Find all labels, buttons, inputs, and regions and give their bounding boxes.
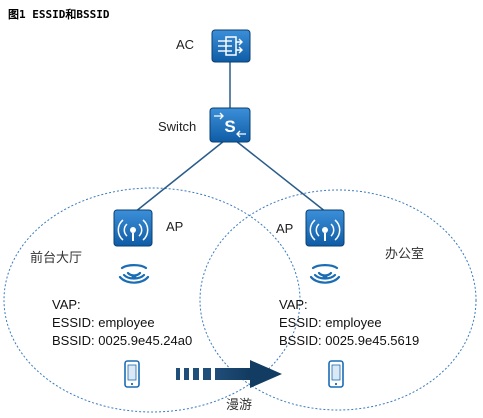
- ap-right-label: AP: [276, 221, 294, 236]
- phone-left-icon: [124, 360, 140, 388]
- link-switch-ap-right: [235, 140, 327, 213]
- vap-right-title: VAP:: [279, 297, 308, 312]
- vap-left-title: VAP:: [52, 297, 81, 312]
- ac-device-icon: [211, 29, 251, 63]
- wifi-signal-right-icon: [309, 263, 341, 284]
- coverage-circle-left: [3, 187, 301, 413]
- vap-right-essid: ESSID: employee: [279, 315, 382, 330]
- ap-left-label: AP: [166, 219, 184, 234]
- phone-right-icon: [328, 360, 344, 388]
- vap-right-bssid: BSSID: 0025.9e45.5619: [279, 333, 420, 348]
- ac-label: AC: [176, 37, 195, 52]
- figure-caption: 图1 ESSID和BSSID: [8, 8, 110, 21]
- zone-left-label: 前台大厅: [30, 251, 83, 266]
- switch-label: Switch: [158, 119, 197, 134]
- link-switch-ap-left: [134, 140, 225, 213]
- vap-left-info: VAP: ESSID: employee BSSID: 0025.9e45.24…: [52, 296, 192, 350]
- vap-left-bssid: BSSID: 0025.9e45.24a0: [52, 333, 193, 348]
- roam-label: 漫游: [226, 398, 253, 413]
- vap-left-essid: ESSID: employee: [52, 315, 155, 330]
- zone-right-label: 办公室: [385, 247, 425, 262]
- ap-left-icon: [113, 209, 153, 247]
- vap-right-info: VAP: ESSID: employee BSSID: 0025.9e45.56…: [279, 296, 419, 350]
- coverage-circle-right: [199, 189, 477, 411]
- roaming-arrow-icon: [176, 360, 282, 388]
- ap-right-icon: [305, 209, 345, 247]
- switch-device-icon: S: [209, 107, 251, 143]
- svg-text:S: S: [224, 117, 235, 136]
- wifi-signal-left-icon: [118, 263, 150, 284]
